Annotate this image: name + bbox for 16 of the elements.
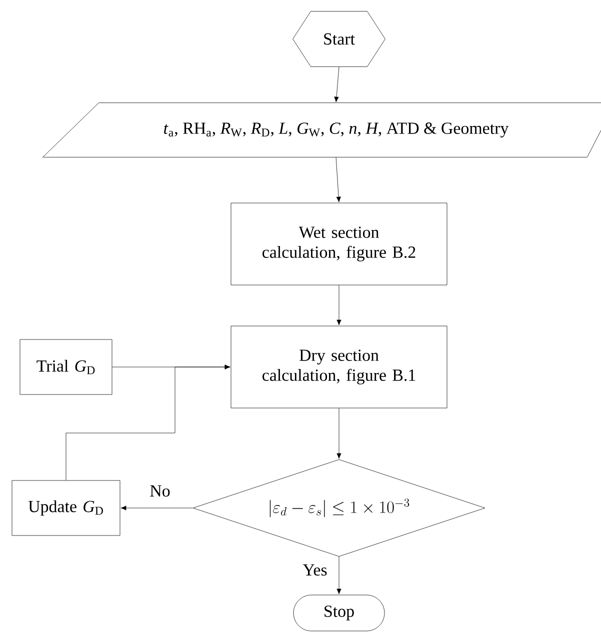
arrow bbox=[336, 157, 341, 202]
arrow bbox=[336, 408, 342, 459]
start-hexagon: Start bbox=[292, 11, 386, 67]
process-box: Trial G$_{D}$ bbox=[20, 339, 112, 395]
stop-terminal: Stop bbox=[293, 594, 385, 632]
input-parallelogram: t$_{a}$, RH$_{a}$, R$_{W}$, R$_{D}$, L, G$_{W}$, C, n, H, ATD & Geometry bbox=[42, 102, 601, 158]
arrow bbox=[334, 66, 340, 102]
edge-label: Yes bbox=[302, 563, 328, 577]
process-box: Wet section calculation, figure B.2 bbox=[230, 202, 448, 286]
process-box: Dry section calculation, figure B.1 bbox=[230, 326, 448, 408]
process-box: Update G$_{D}$ bbox=[12, 480, 120, 536]
edge-label: No bbox=[148, 484, 172, 498]
arrow bbox=[336, 285, 342, 326]
arrow bbox=[66, 364, 230, 480]
arrow bbox=[336, 556, 342, 594]
arrow bbox=[120, 506, 193, 510]
